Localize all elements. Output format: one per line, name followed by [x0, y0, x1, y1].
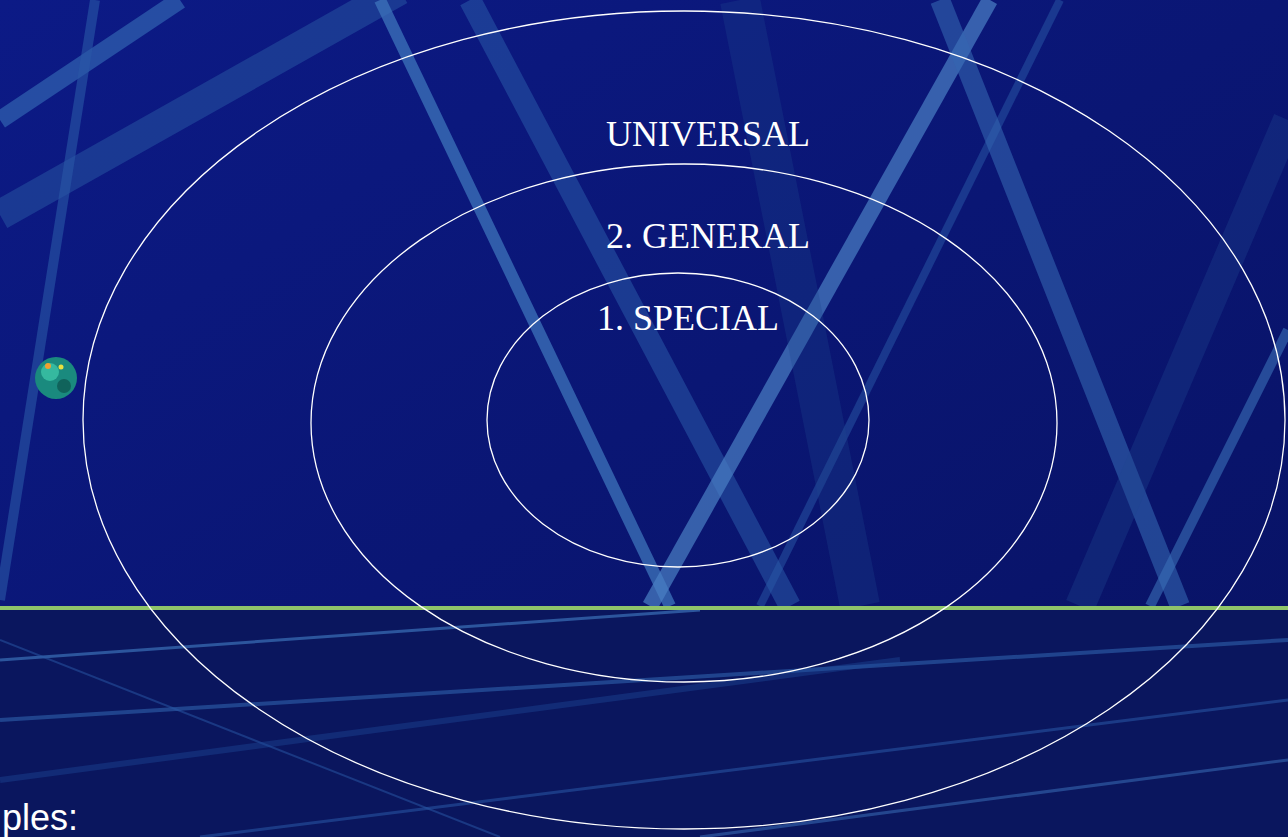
- region-label: UNIVERSAL: [82, 114, 1286, 154]
- region-label: 1. SPECIAL: [486, 298, 870, 338]
- ellipse-region: UNIVERSAL 2. GENERAL 1. SPECIAL: [82, 10, 1286, 830]
- caption-fragment: ples:: [2, 798, 78, 837]
- ellipse-region: 2. GENERAL 1. SPECIAL: [310, 163, 1058, 683]
- region-label: 2. GENERAL: [310, 216, 1058, 256]
- globe-icon: [35, 357, 77, 399]
- ellipse-region: 1. SPECIAL: [486, 272, 870, 568]
